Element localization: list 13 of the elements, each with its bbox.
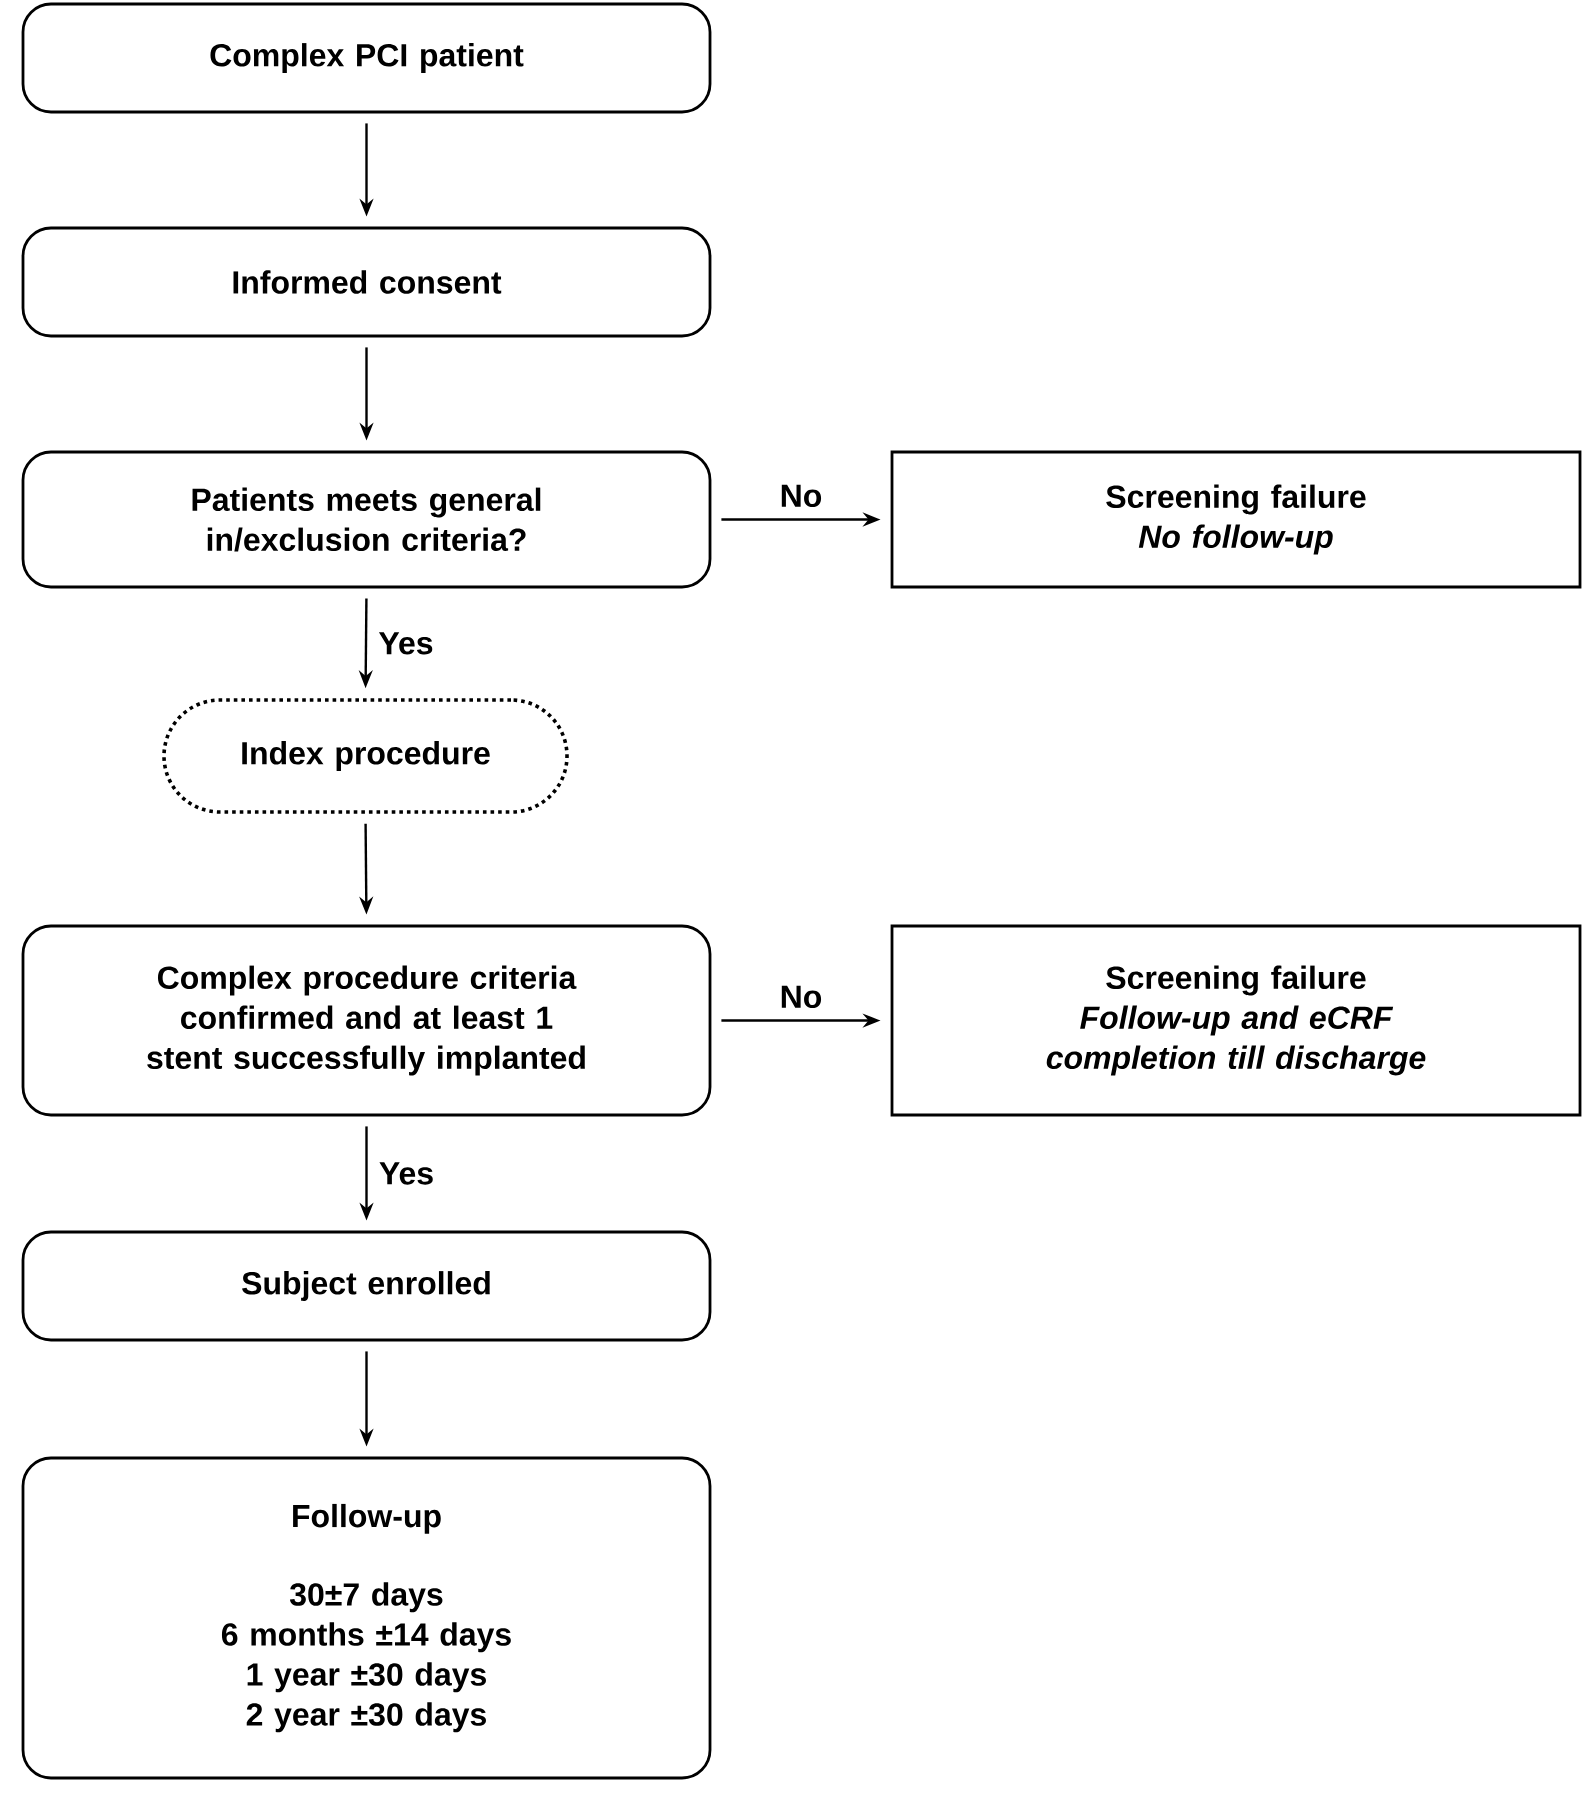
procedure-box: Index procedure (162, 698, 569, 814)
outcome-box: Screening failure Follow-up and eCRF completion till discharge (890, 924, 1582, 1117)
process-box: Subject enrolled (21, 1230, 712, 1342)
edge-label: No (775, 480, 827, 512)
edge-label: Yes (374, 1158, 439, 1189)
process-box: Informed consent (21, 226, 712, 338)
edge-label: No (775, 981, 827, 1013)
process-box: Patients meets general in/exclusion criteria? (21, 450, 712, 589)
outcome-box: Screening failure No follow-up (890, 450, 1582, 589)
process-box: Complex procedure criteria confirmed and at least 1 stent successfully implanted (21, 924, 712, 1117)
edge-label: Yes (374, 628, 438, 659)
process-box: Follow-up 30±7 days 6 months ±14 days 1 year ±30 days 2 year ±30 days (21, 1456, 712, 1780)
process-box: Complex PCI patient (21, 2, 712, 114)
